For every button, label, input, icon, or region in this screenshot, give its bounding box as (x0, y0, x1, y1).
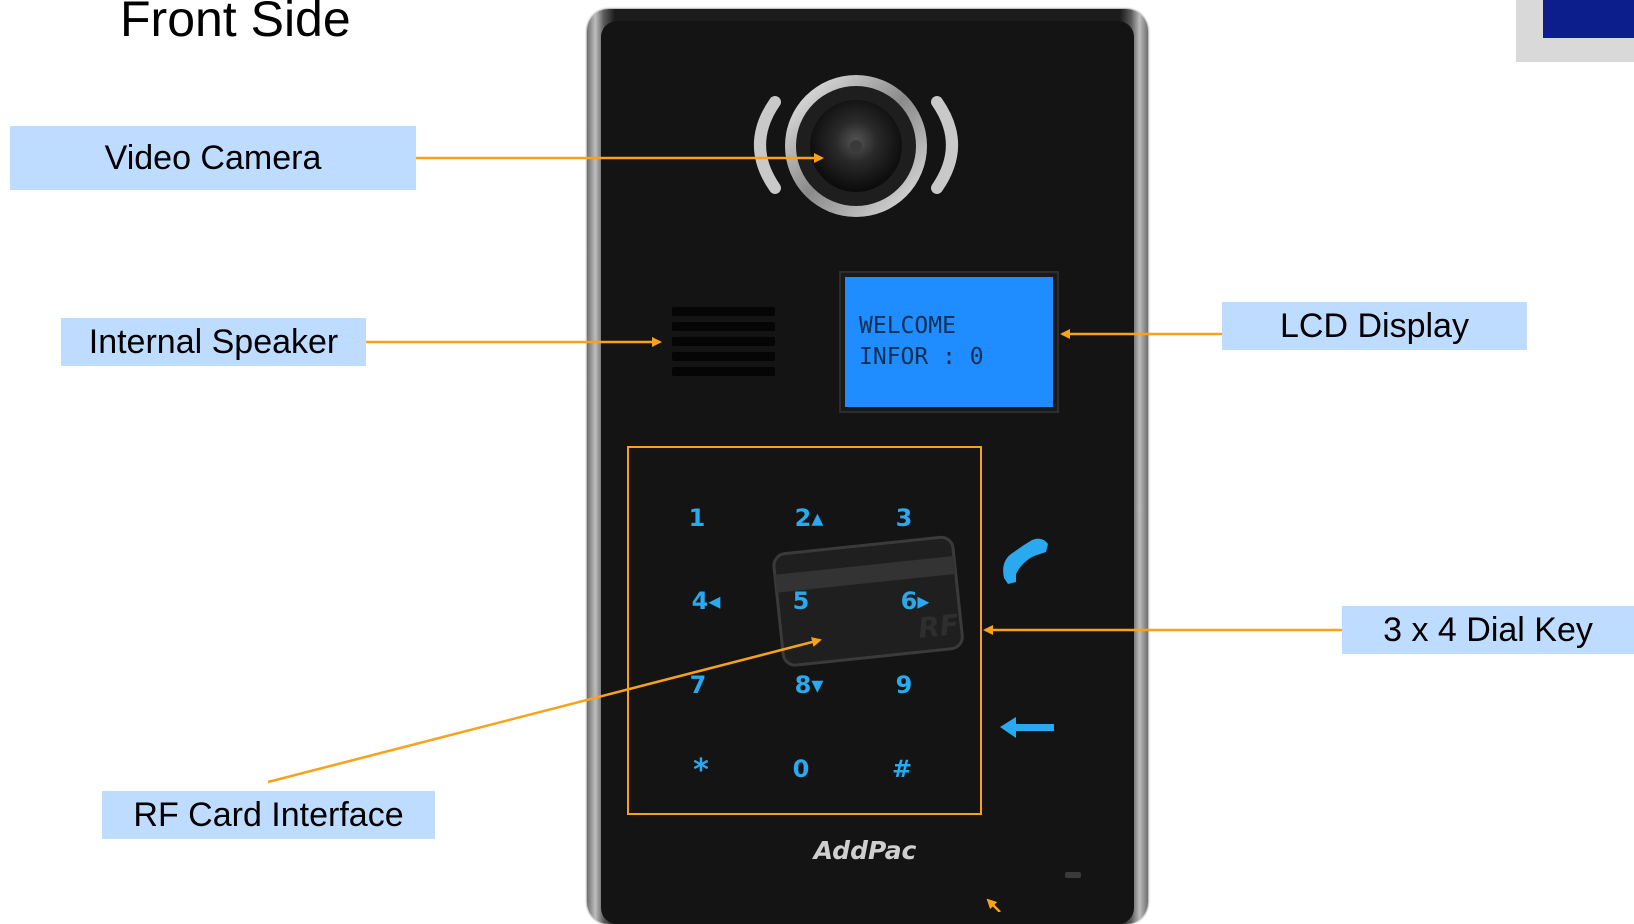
camera-bracket-left (754, 96, 781, 194)
arrow-bottom (986, 898, 1001, 912)
key-7[interactable]: 7 (689, 671, 707, 699)
corner-logo-block (1543, 0, 1634, 38)
key-5[interactable]: 5 (792, 587, 810, 615)
key-4[interactable]: 4◂ (691, 587, 721, 615)
key-star[interactable]: * (693, 753, 709, 788)
key-3[interactable]: 3 (895, 504, 913, 532)
key-6[interactable]: 6▸ (900, 587, 930, 615)
video-camera-label: Video Camera (10, 126, 416, 190)
key-0[interactable]: 0 (792, 755, 810, 783)
brand-logo: AddPac (813, 836, 917, 865)
internal-speaker-label: Internal Speaker (61, 318, 366, 366)
lcd-line-1: WELCOME (859, 313, 956, 339)
back-arrow-icon[interactable] (1000, 717, 1054, 738)
key-1[interactable]: 1 (688, 504, 706, 532)
rf-card-interface-label: RF Card Interface (102, 791, 435, 839)
key-8[interactable]: 8▾ (794, 671, 824, 699)
key-hash[interactable]: # (891, 755, 913, 783)
key-2[interactable]: 2▴ (794, 504, 824, 532)
arrow-rf-card (267, 637, 822, 784)
dial-keypad (627, 446, 982, 815)
speaker-grille (672, 307, 775, 382)
status-led (1065, 872, 1081, 878)
key-9[interactable]: 9 (895, 671, 913, 699)
page-title: Front Side (120, 0, 351, 47)
lcd-display-label: LCD Display (1222, 302, 1527, 350)
rf-card-text: RF (917, 608, 961, 645)
phone-icon[interactable] (1003, 538, 1048, 584)
dial-key-label: 3 x 4 Dial Key (1342, 606, 1634, 654)
lcd-screen: WELCOME INFOR : 0 (841, 273, 1057, 411)
lcd-line-2: INFOR : 0 (859, 344, 984, 370)
camera-bracket-right (931, 96, 958, 194)
